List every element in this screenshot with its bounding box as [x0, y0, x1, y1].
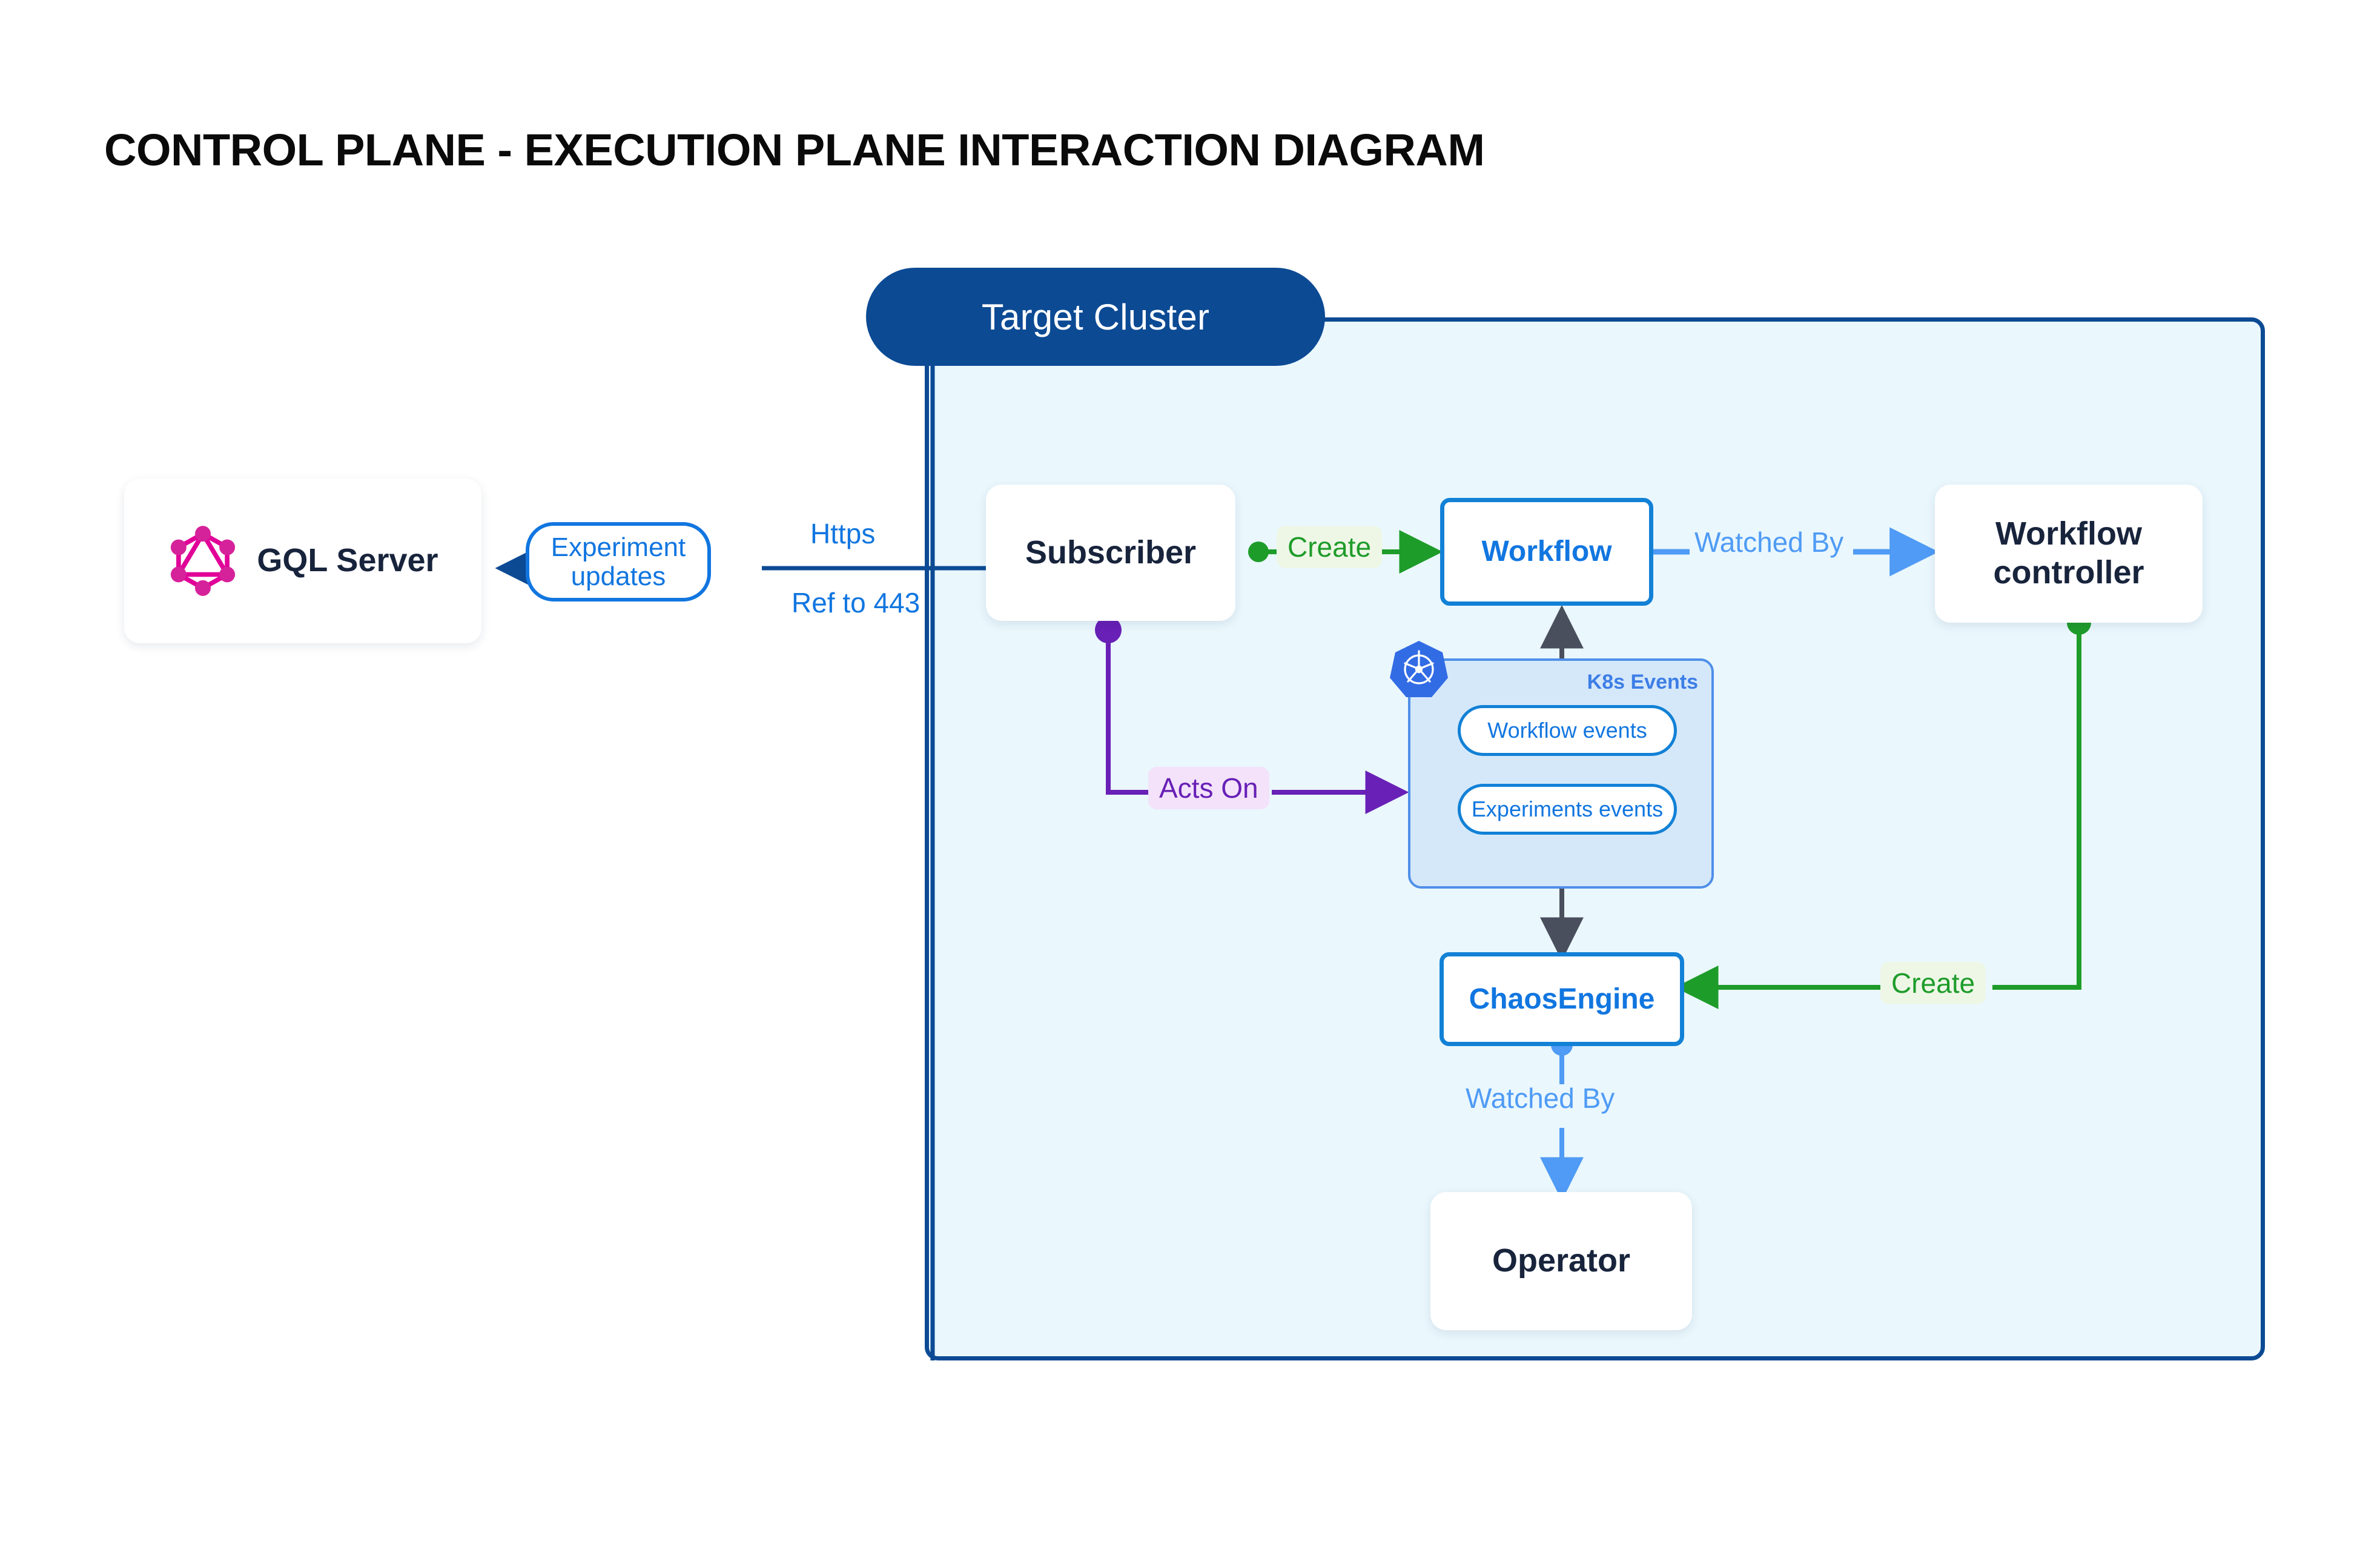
node-operator[interactable]: Operator	[1430, 1192, 1692, 1330]
node-workflow-label: Workflow	[1481, 535, 1612, 568]
k8s-events-group: K8s Events Workflow events Experiments e…	[1390, 641, 1714, 889]
edge-label-ref-to-443: Ref to 443	[792, 587, 921, 618]
node-subscriber[interactable]: Subscriber	[986, 485, 1235, 621]
edge-label-watched-by-chaosengine: Watched By	[1466, 1082, 1615, 1114]
target-cluster-title-label: Target Cluster	[981, 296, 1210, 337]
k8s-event-pill-workflow-events-label: Workflow events	[1487, 718, 1647, 743]
edge-label-https: Https	[810, 518, 876, 549]
node-workflow-controller[interactable]: Workflow controller	[1935, 485, 2203, 623]
kubernetes-helm-icon	[1390, 641, 1448, 697]
node-workflow-controller-label-line2: controller	[1993, 554, 2144, 591]
node-workflow-controller-label-line1: Workflow	[1995, 515, 2142, 552]
k8s-event-pill-experiments-events[interactable]: Experiments events	[1458, 784, 1677, 835]
edge-label-acts-on: Acts On	[1148, 767, 1269, 809]
edge-label-watched-by-workflow: Watched By	[1694, 526, 1844, 558]
node-gql-server-label: GQL Server	[257, 542, 438, 579]
edge-label-experiment-updates-line1: Experiment	[550, 532, 686, 562]
edge-label-create-chaosengine: Create	[1880, 962, 1986, 1004]
graphql-logo-icon	[171, 526, 236, 596]
node-chaos-engine[interactable]: ChaosEngine	[1440, 952, 1684, 1046]
k8s-events-title: K8s Events	[1587, 671, 1698, 694]
node-operator-label: Operator	[1492, 1242, 1631, 1279]
node-workflow[interactable]: Workflow	[1440, 498, 1653, 606]
edge-label-experiment-updates: Experiment updates	[526, 522, 711, 602]
target-cluster-title-pill[interactable]: Target Cluster	[866, 268, 1325, 366]
k8s-event-pill-workflow-events[interactable]: Workflow events	[1458, 705, 1677, 756]
k8s-event-pill-experiments-events-label: Experiments events	[1471, 797, 1664, 821]
edge-label-create-workflow: Create	[1277, 526, 1383, 568]
node-gql-server[interactable]: GQL Server	[124, 479, 481, 643]
edge-label-experiment-updates-line2: updates	[570, 561, 666, 591]
node-chaos-engine-label: ChaosEngine	[1469, 982, 1655, 1015]
node-subscriber-label: Subscriber	[1025, 534, 1197, 571]
page-title: CONTROL PLANE - EXECUTION PLANE INTERACT…	[104, 125, 1485, 175]
